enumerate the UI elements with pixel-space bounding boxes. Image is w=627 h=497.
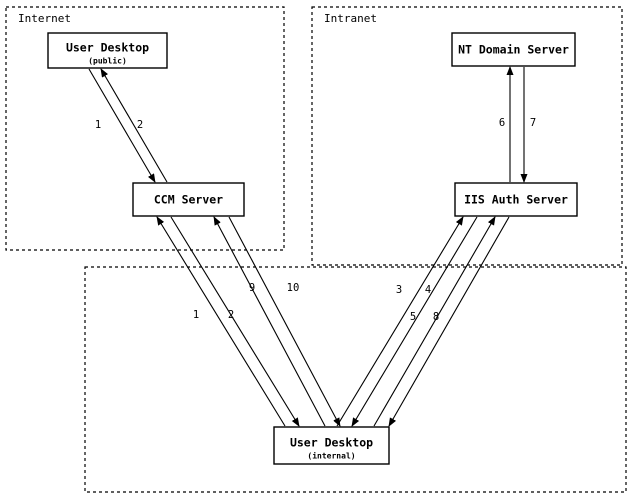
node-iis-auth-server[interactable]: IIS Auth Server [454, 182, 578, 217]
zone-boundary-internal [84, 266, 627, 493]
flow-arrow-flow-9 [213, 216, 326, 427]
flow-label-flow-7: 7 [530, 117, 536, 129]
flow-arrows [88, 66, 528, 427]
zone-boundaries: Internet Intranet [5, 6, 627, 493]
flow-arrow-flow-10 [228, 216, 341, 427]
node-box-iis-auth-server[interactable] [454, 182, 578, 217]
flow-arrow-flow-2-internal [170, 216, 300, 427]
node-title-user-desktop-internal: User Desktop [290, 436, 373, 450]
flow-label-flow-1-public: 1 [95, 119, 101, 131]
node-title-ccm-server: CCM Server [154, 193, 223, 207]
zone-label-internet: Internet [18, 12, 71, 25]
node-user-desktop-internal[interactable]: User Desktop(internal) [273, 426, 390, 465]
flow-label-flow-4: 4 [425, 284, 431, 296]
flow-label-flow-2-public: 2 [137, 119, 143, 131]
flow-arrow-flow-1-internal [156, 216, 286, 427]
flow-label-flow-3: 3 [396, 284, 402, 296]
flow-label-flow-5: 5 [410, 311, 416, 323]
flow-label-flow-2-internal: 2 [228, 309, 234, 321]
zone-boundary-internet [5, 6, 285, 251]
node-title-user-desktop-public: User Desktop [66, 41, 149, 55]
flow-label-flow-10: 10 [287, 282, 300, 294]
flow-number-labels: 1 2 6 7 1 2 9 10 3 4 5 8 [95, 117, 536, 323]
node-title-nt-domain-server: NT Domain Server [458, 43, 569, 57]
node-nt-domain-server[interactable]: NT Domain Server [451, 32, 576, 67]
flow-arrow-flow-3 [336, 216, 464, 427]
node-user-desktop-public[interactable]: User Desktop(public) [47, 32, 168, 69]
node-subtitle-user-desktop-public: (public) [88, 56, 127, 66]
zone-label-intranet: Intranet [324, 12, 377, 25]
flow-label-flow-6: 6 [499, 117, 505, 129]
flow-label-flow-9: 9 [249, 282, 255, 294]
node-box-nt-domain-server[interactable] [451, 32, 576, 67]
flow-arrow-flow-2-public [100, 68, 168, 183]
flow-arrow-flow-5 [373, 216, 496, 427]
node-box-user-desktop-internal[interactable] [273, 426, 390, 465]
node-subtitle-user-desktop-internal: (internal) [307, 451, 355, 461]
node-box-ccm-server[interactable] [132, 182, 245, 217]
flow-arrow-flow-1-public [88, 68, 156, 183]
node-title-iis-auth-server: IIS Auth Server [464, 193, 568, 207]
flow-label-flow-1-internal: 1 [193, 309, 199, 321]
node-ccm-server[interactable]: CCM Server [132, 182, 245, 217]
flow-label-flow-8: 8 [433, 311, 439, 323]
node-box-user-desktop-public[interactable] [47, 32, 168, 69]
flow-arrow-flow-4 [351, 216, 478, 427]
flow-arrow-flow-8 [388, 216, 510, 427]
